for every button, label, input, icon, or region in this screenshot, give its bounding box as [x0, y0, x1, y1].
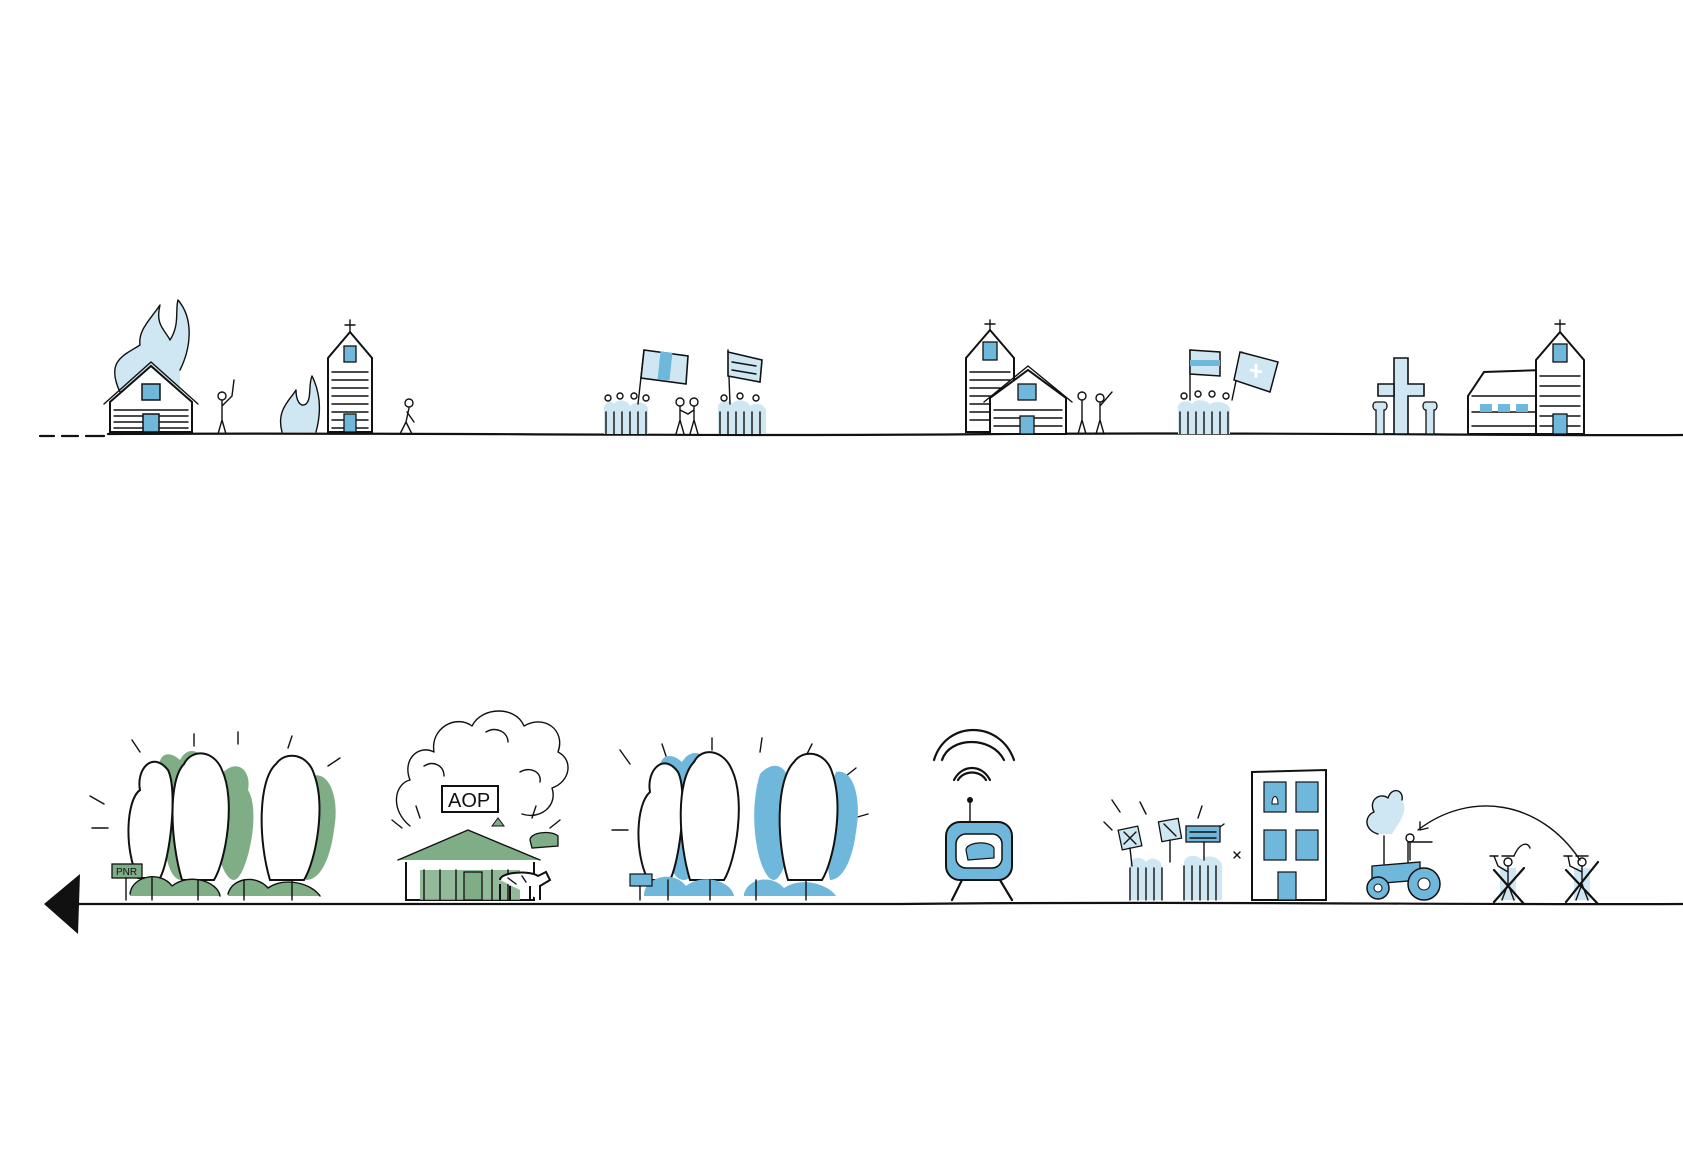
pnr-sign-label: PNR	[116, 867, 137, 878]
burning-house-icon	[104, 300, 198, 432]
church-and-house-icon	[966, 320, 1112, 434]
protest-crowd-icon	[1104, 800, 1240, 900]
green-forest-icon: PNR	[90, 732, 340, 900]
aop-sign: AOP	[442, 786, 498, 812]
burning-church-icon	[281, 320, 372, 432]
walking-person-icon	[400, 399, 414, 434]
flag-procession-icon	[1178, 350, 1278, 434]
aop-farm-icon: AOP	[392, 711, 568, 900]
flag-crowd-icon	[604, 350, 766, 434]
tractor-icon	[1367, 791, 1580, 900]
apartment-building-icon	[1252, 770, 1326, 900]
aop-sign-label: AOP	[448, 790, 490, 812]
cross-and-chapel-icon	[1373, 320, 1584, 434]
tv-broadcast-icon	[934, 730, 1014, 900]
farmers-crossed-icon	[1490, 856, 1598, 904]
person-with-torch-icon	[218, 380, 234, 434]
timeline-top-line	[40, 433, 1683, 436]
blue-forest-icon	[612, 738, 868, 900]
